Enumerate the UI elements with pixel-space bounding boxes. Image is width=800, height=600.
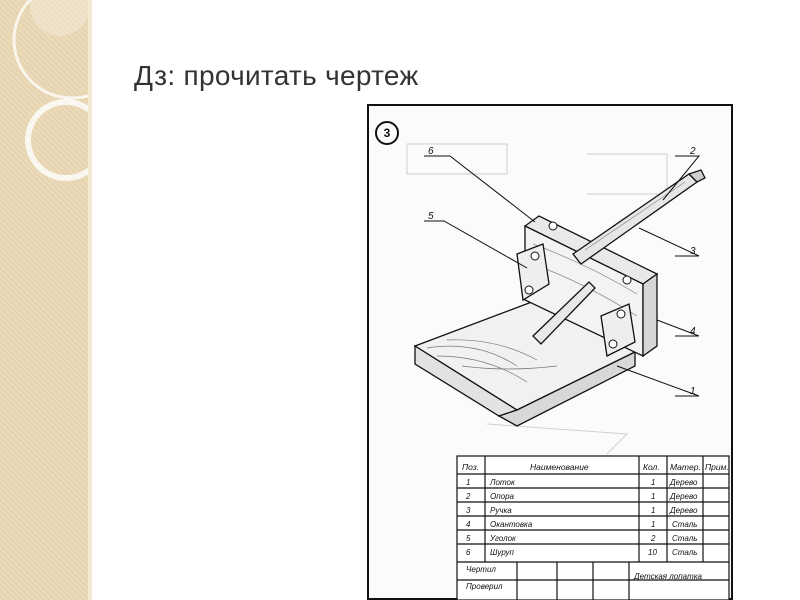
leader-label-6: 6 [428, 146, 434, 157]
sheet-number-badge: 3 [375, 121, 399, 145]
header-pos: Поз. [462, 462, 480, 472]
leader-label-5: 5 [428, 211, 434, 222]
row-3-qty: 1 [651, 506, 656, 515]
header-note: Прим. [705, 462, 729, 472]
decorative-sidebar [0, 0, 88, 600]
slide-title: Дз: прочитать чертеж [134, 60, 419, 91]
row-4-pos: 4 [466, 520, 471, 529]
row-4-qty: 1 [651, 520, 656, 529]
row-4-name: Окантовка [490, 520, 533, 529]
row-1-qty: 1 [651, 478, 656, 487]
sidebar-edge [88, 0, 92, 600]
row-5-qty: 2 [651, 534, 656, 543]
row-6-material: Сталь [672, 548, 698, 557]
row-2-qty: 1 [651, 492, 656, 501]
row-2-name: Опора [490, 492, 514, 501]
technical-drawing [367, 104, 733, 600]
leader-label-3: 3 [690, 246, 696, 257]
footer-drew: Чертил [466, 565, 496, 574]
row-2-material: Дерево [670, 492, 698, 501]
header-name: Наименование [530, 462, 589, 472]
row-4-material: Сталь [672, 520, 698, 529]
row-5-material: Сталь [672, 534, 698, 543]
row-2-pos: 2 [466, 492, 471, 501]
row-3-name: Ручка [490, 506, 512, 515]
row-3-material: Дерево [670, 506, 698, 515]
row-1-name: Лоток [490, 478, 515, 487]
row-6-qty: 10 [648, 548, 657, 557]
row-6-name: Шуруп [490, 548, 514, 557]
header-qty: Кол. [643, 462, 660, 472]
footer-checked: Проверил [466, 582, 503, 591]
row-5-name: Уголок [490, 534, 516, 543]
circles-ornament-icon [12, 0, 88, 181]
row-1-pos: 1 [466, 478, 471, 487]
row-6-pos: 6 [466, 548, 471, 557]
footer-product: Детская лопатка [634, 572, 702, 581]
row-1-material: Дерево [670, 478, 698, 487]
row-5-pos: 5 [466, 534, 471, 543]
leader-label-1: 1 [690, 386, 696, 397]
header-material: Матер. [670, 462, 701, 472]
leader-label-4: 4 [690, 326, 696, 337]
tray-part [413, 299, 637, 427]
row-3-pos: 3 [466, 506, 471, 515]
leader-label-2: 2 [690, 146, 696, 157]
